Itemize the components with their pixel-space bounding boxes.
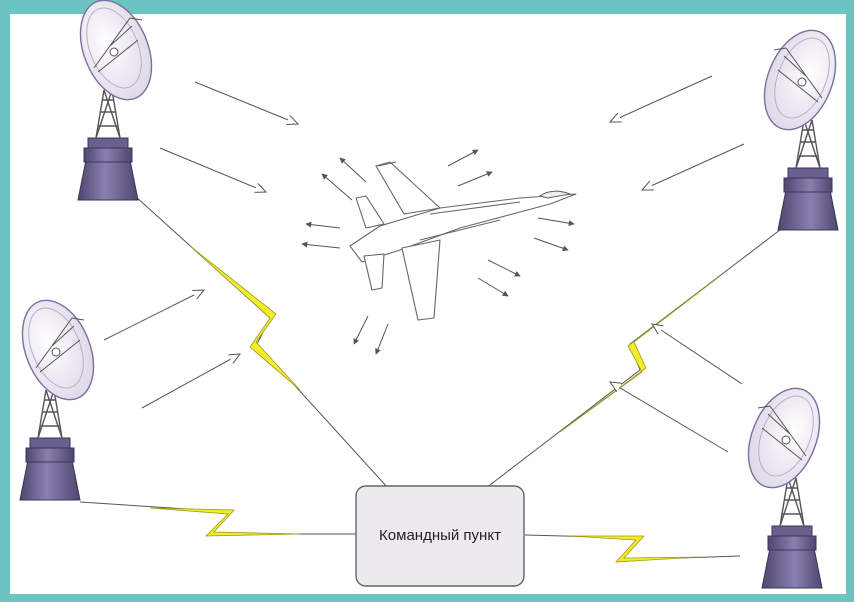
lightning-top-right [559, 275, 721, 433]
reflection-arrow [301, 241, 341, 249]
lightning-mid-right [569, 535, 701, 563]
command-post-box [355, 485, 525, 587]
reflection-arrow [537, 217, 575, 227]
reflection-arrow [375, 323, 389, 355]
reflection-arrow [339, 157, 367, 183]
reflection-arrow [457, 171, 493, 187]
command-post: Командный пункт [355, 485, 525, 587]
radio-links [79, 195, 781, 563]
beam-arrow [103, 290, 204, 341]
reflection-arrow [447, 149, 479, 167]
beam-arrow [194, 81, 298, 124]
reflection-arrow [487, 259, 521, 277]
beam-arrow [159, 147, 266, 192]
lightning-mid-left [149, 507, 301, 537]
lightning-top-left [189, 245, 301, 391]
beam-arrow [610, 382, 729, 453]
reflection-arrows [301, 149, 575, 355]
reflection-arrow [321, 173, 353, 201]
reflection-arrow [477, 277, 509, 297]
radar-beams [103, 75, 745, 453]
command-post-label: Командный пункт [379, 527, 501, 544]
reflection-arrow [533, 237, 569, 252]
beam-arrow [141, 354, 240, 409]
aircraft-icon [349, 161, 577, 321]
beam-arrow [642, 143, 745, 190]
beam-arrow [652, 324, 743, 385]
reflection-arrow [305, 221, 341, 229]
reflection-arrow [353, 315, 369, 345]
beam-arrow [610, 75, 713, 122]
